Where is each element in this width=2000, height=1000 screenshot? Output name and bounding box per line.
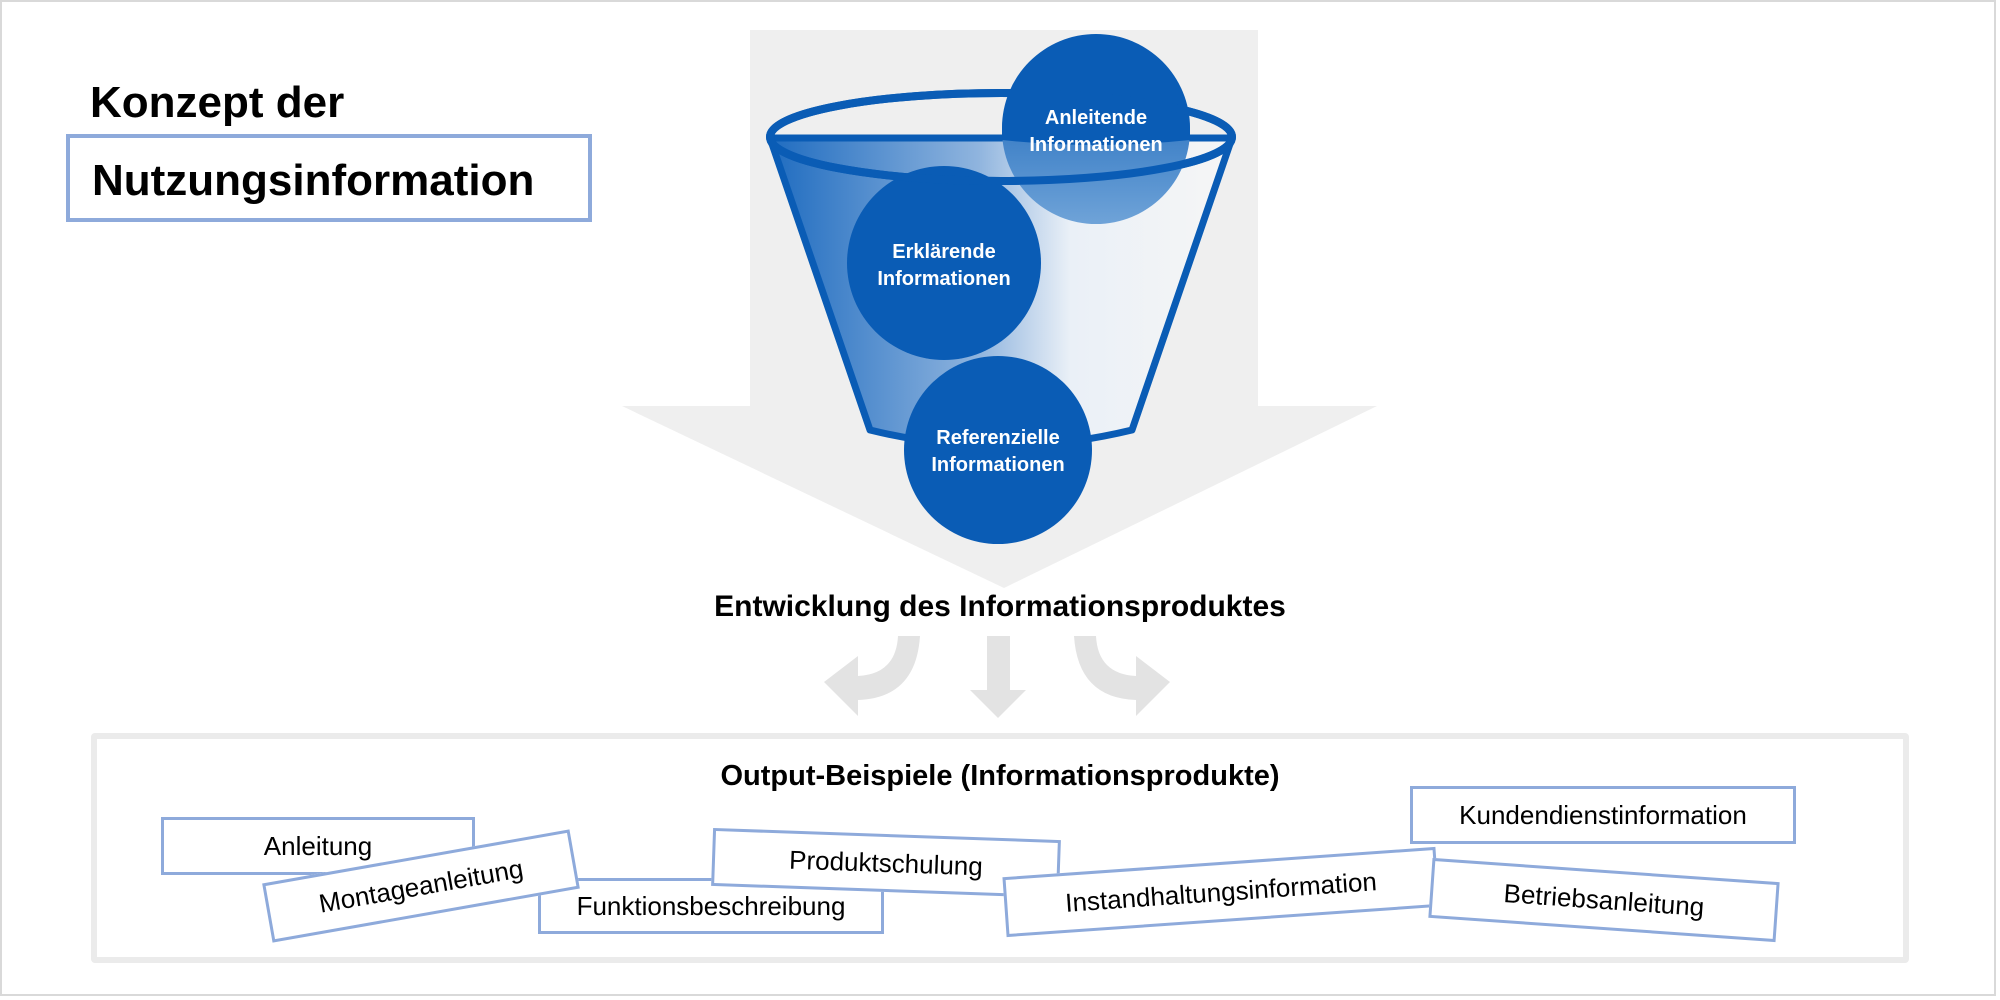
output-title: Output-Beispiele (Informationsprodukte) [720,760,1280,792]
left-curved-arrow [824,636,920,716]
title-line-1: Konzept der [90,78,345,127]
anleitende-circle-top [1002,34,1190,145]
right-curved-arrow [1074,636,1170,716]
referenzielle-label-1: Referenzielle [936,427,1059,449]
development-subtitle: Entwicklung des Informationsproduktes [714,590,1286,623]
center-down-arrow [970,636,1026,718]
erklaerende-circle [847,166,1041,360]
referenzielle-label-2: Informationen [931,454,1064,476]
title-line-2: Nutzungsinformation [92,156,535,205]
title-box: Nutzungsinformation [66,134,592,222]
erklaerende-label-2: Informationen [877,268,1010,290]
anleitende-label-2: Informationen [1029,134,1162,156]
referenzielle-circle [904,356,1092,544]
tag-kundendienstinformation: Kundendienstinformation [1410,786,1796,844]
erklaerende-label-1: Erklärende [892,241,995,263]
funnel-rim-front [766,89,1236,185]
anleitende-label-1: Anleitende [1045,107,1147,129]
